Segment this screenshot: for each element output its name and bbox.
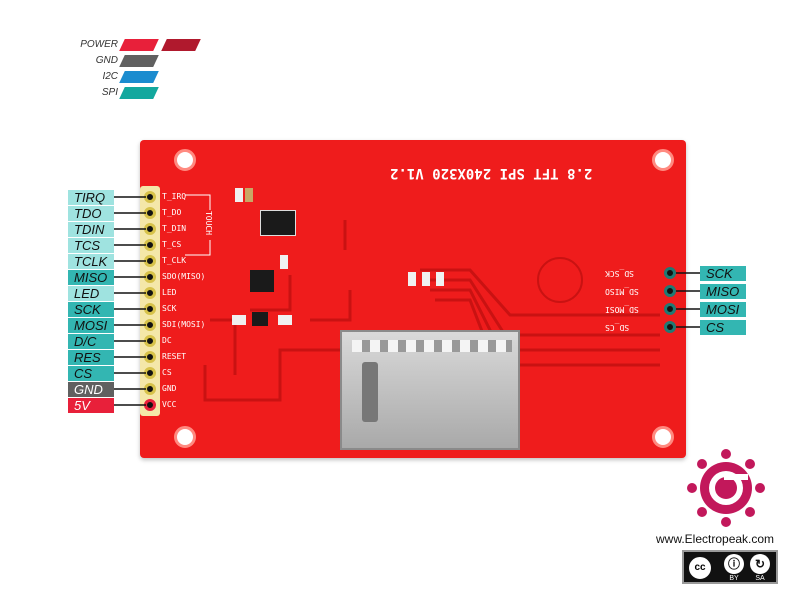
chip-u2 [260, 210, 296, 236]
sd-pin-label: SD_MOSI [605, 305, 639, 314]
pin-label: T_CS [162, 240, 182, 249]
sd-pin-label: SD_CS [605, 323, 630, 332]
pcb-traces [185, 194, 660, 402]
brand-url: www.Electropeak.com [656, 532, 775, 546]
pin-label: RESET [162, 352, 187, 361]
legend-label: GND [95, 55, 118, 66]
sd-tag-mosi: MOSI [700, 302, 746, 317]
sd-header-pin [664, 285, 676, 297]
sd-header-pin [664, 321, 676, 333]
smd-component [408, 272, 416, 286]
pin-label: T_CLK [162, 256, 187, 265]
sd-contacts [352, 340, 512, 352]
board-title: 2.8 TFT SPI 240X320 V1.2 [390, 165, 593, 181]
pin-label: VCC [162, 400, 177, 409]
legend-row-gnd: GND [30, 54, 180, 68]
sd-header-pin [664, 303, 676, 315]
legend-label: POWER [80, 39, 118, 50]
legend-row-spi: SPI [30, 86, 180, 100]
smd-component [235, 188, 243, 202]
pin-tag-dc: D/C [68, 334, 114, 349]
sd-pin-label: SD_SCK [605, 269, 634, 278]
pin-tag-tdin: TDIN [68, 222, 114, 237]
right-leader-lines [676, 272, 700, 328]
pin-tag-tcs: TCS [68, 238, 114, 253]
sd-tag-sck: SCK [700, 266, 746, 281]
cc-icon: cc [687, 555, 713, 581]
legend-row-power: POWER [30, 38, 201, 52]
pin-label: CS [162, 368, 172, 377]
license-sa-label: SA [755, 575, 765, 582]
sd-tag-miso: MISO [700, 284, 746, 299]
sd-latch [362, 362, 378, 422]
pin-tag-mosi: MOSI [68, 318, 114, 333]
license-by-label: BY [729, 575, 739, 582]
legend-swatch [119, 71, 159, 83]
pin-tag-tdo: TDO [68, 206, 114, 221]
pin-label: SCK [162, 304, 177, 313]
pin-tag-miso: MISO [68, 270, 114, 285]
cc-license-badge: cc ⓘ ↻ BY SA [682, 550, 778, 584]
pin-tag-gnd: GND [68, 382, 114, 397]
legend-swatch [119, 39, 159, 51]
pin-label: T_DIN [162, 224, 187, 233]
attribution-icon: ⓘ [724, 554, 744, 574]
legend-swatch [119, 55, 159, 67]
pin-label: SDO(MISO) [162, 272, 206, 281]
chip-u1 [250, 270, 274, 292]
mounting-hole [174, 426, 196, 448]
pin-tag-res: RES [68, 350, 114, 365]
mounting-hole [652, 426, 674, 448]
sd-tag-cs: CS [700, 320, 746, 335]
mounting-hole [652, 149, 674, 171]
sd-header-pin [664, 267, 676, 279]
legend-label: I2C [102, 71, 118, 82]
pin-label: T_DO [162, 208, 182, 217]
pin-tag-tclk: TCLK [68, 254, 114, 269]
smd-component [422, 272, 430, 286]
mounting-hole [174, 149, 196, 171]
legend-label: SPI [101, 87, 118, 98]
pin-tag-sck: SCK [68, 302, 114, 317]
smd-component [245, 188, 253, 202]
smd-component [280, 255, 288, 269]
sd-card-slot [340, 330, 520, 450]
electropeak-logo [687, 449, 765, 527]
pin-label: LED [162, 288, 177, 297]
left-leader-lines [112, 196, 146, 406]
transistor-q1 [252, 312, 268, 326]
pin-label: T_IRQ [162, 192, 187, 201]
pcb-board: 2.8 TFT SPI 240X320 V1.2 T_IRQ T_DO T_DI… [140, 140, 686, 458]
share-alike-icon: ↻ [750, 554, 770, 574]
legend-row-i2c: I2C [30, 70, 180, 84]
smd-component [232, 315, 246, 325]
pin-tag-tirq: TIRQ [68, 190, 114, 205]
sd-pin-label: SD_MISO [605, 287, 639, 296]
pin-label: DC [162, 336, 172, 345]
touch-label: TOUCH [204, 210, 214, 236]
smd-component [436, 272, 444, 286]
pin-tag-led: LED [68, 286, 114, 301]
pin-tag-5v: 5V [68, 398, 114, 413]
pin-tag-cs: CS [68, 366, 114, 381]
pin-label: GND [162, 384, 177, 393]
pin-label: SDI(MOSI) [162, 320, 206, 329]
legend-swatch [161, 39, 201, 51]
smd-component [278, 315, 292, 325]
legend-swatch [119, 87, 159, 99]
